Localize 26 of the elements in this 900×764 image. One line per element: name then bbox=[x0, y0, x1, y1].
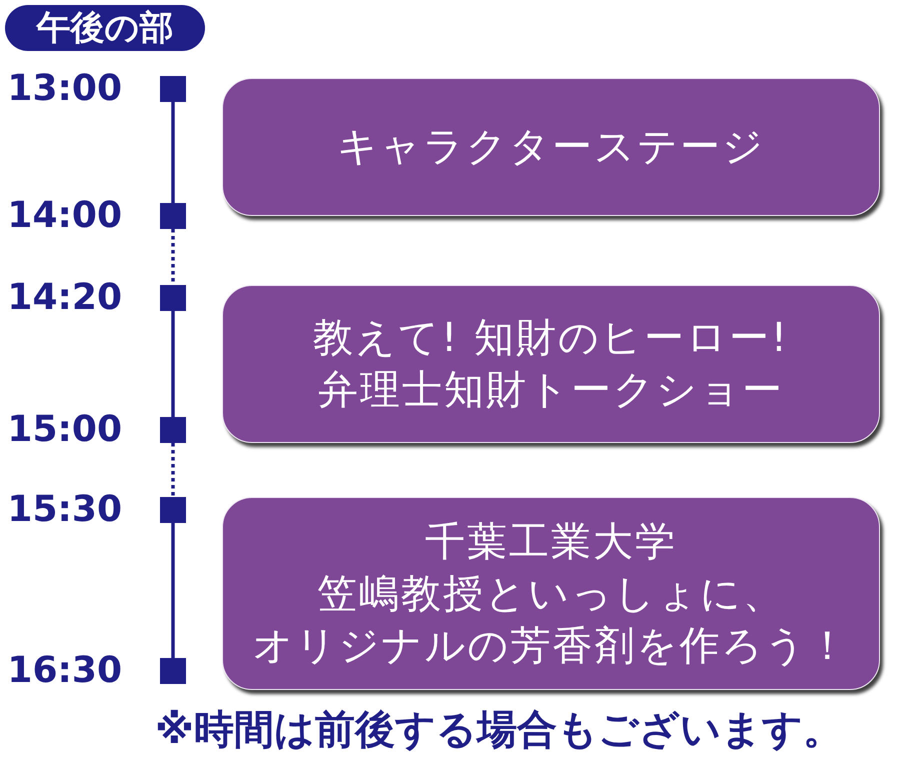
timeline-marker bbox=[160, 76, 186, 102]
event-box bbox=[222, 497, 880, 690]
event-box bbox=[222, 78, 880, 216]
timeline-marker bbox=[160, 417, 186, 443]
time-label: 14:00 bbox=[7, 198, 122, 234]
event-description: 笠嶋教授といっしょに、オリジナルの芳香剤を作ろう！ bbox=[252, 570, 850, 670]
timeline-line bbox=[171, 102, 175, 203]
event-title: 教えて! 知財のヒーロー! bbox=[313, 314, 789, 363]
timeline-marker bbox=[160, 497, 186, 523]
timeline-marker bbox=[160, 285, 186, 311]
dotted-line bbox=[171, 443, 175, 497]
event-box bbox=[222, 285, 880, 443]
timeline-marker bbox=[160, 203, 186, 229]
time-label: 14:20 bbox=[7, 280, 122, 316]
time-label: 15:30 bbox=[7, 492, 122, 528]
time-label: 13:00 bbox=[7, 71, 122, 107]
event-title: 千葉工業大学 bbox=[425, 518, 677, 566]
timeline-line bbox=[171, 523, 175, 658]
section-badge: 午後の部 bbox=[5, 5, 205, 51]
event-title: キャラクターステージ bbox=[337, 123, 765, 172]
timeline-marker bbox=[160, 658, 186, 684]
time-label: 16:30 bbox=[7, 653, 122, 689]
note-text: ※時間は前後する場合もございます。 bbox=[155, 708, 843, 752]
time-label: 15:00 bbox=[7, 412, 122, 448]
timeline-line bbox=[171, 311, 175, 417]
event-description: 弁理士知財トークショー bbox=[318, 366, 784, 415]
